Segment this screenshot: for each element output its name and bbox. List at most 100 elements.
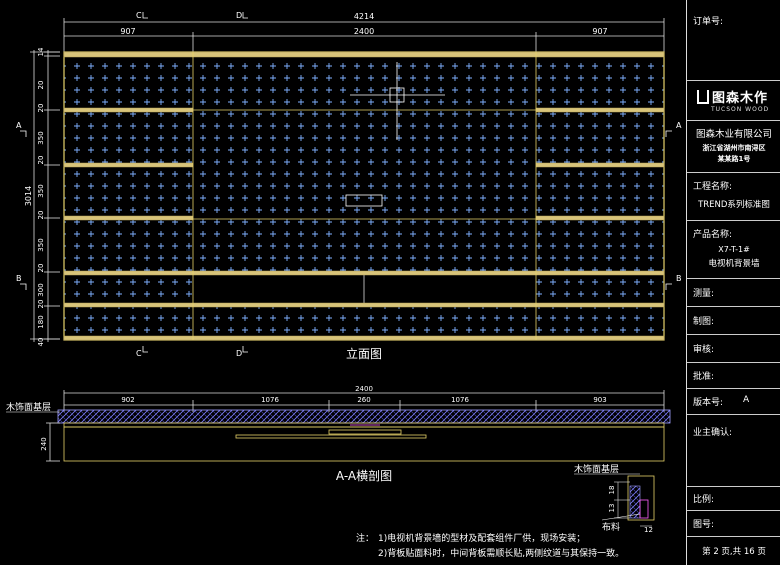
detail-hatch (629, 485, 641, 519)
section-title: A-A横剖图 (336, 469, 392, 483)
section-segment-label: 1076 (261, 396, 279, 404)
approve-label: 批准: (693, 372, 715, 382)
row-height-labels: 14 20 20 350 20 350 20 350 20 300 20 180… (37, 47, 45, 346)
row-height-label: 180 (37, 315, 45, 328)
detail-dim-lines (614, 481, 652, 527)
elevation-view: 4214 907 2400 907 C D C D A A B B (16, 11, 682, 361)
product-value: 电视机背景墙 (708, 259, 760, 269)
notes-prefix: 注： (356, 532, 374, 544)
tb-product: 产品名称: X7-T-1# 电视机背景墙 (687, 220, 780, 278)
row-height-label: 350 (37, 238, 45, 251)
left-dimension (33, 50, 49, 342)
section-body (63, 426, 665, 462)
company-logo: 图森木作 TUCSON WOOD (697, 87, 775, 117)
section-view: 2400 902 1076 260 1076 903 240 木饰面基层 A-A… (6, 385, 671, 534)
dim-center-width: 2400 (354, 27, 374, 36)
tb-page: 第 2 页,共 16 页 (687, 536, 780, 565)
row-height-label: 20 (37, 300, 45, 309)
detail-dim: 13 (608, 504, 616, 513)
review-label: 审核: (693, 345, 715, 355)
logo-mark-icon (697, 89, 709, 104)
scale-label: 比例: (693, 495, 715, 505)
dim-overall-height: 3014 (24, 186, 33, 206)
center-marker (350, 62, 445, 140)
tb-version: 版本号: A (687, 388, 780, 414)
section-mark-b-left: B (16, 274, 22, 283)
left-dimension-ticks (30, 51, 60, 340)
section-mark-d-bottom: D (236, 349, 242, 358)
product-code: X7-T-1# (718, 245, 750, 254)
tb-draw: 制图: (687, 306, 780, 334)
section-mark-d-top-tick (242, 12, 248, 19)
draw-label: 制图: (693, 317, 715, 327)
row-height-label: 20 (37, 211, 45, 220)
dim-right-width: 907 (592, 27, 607, 36)
row-height-label: 350 (37, 131, 45, 144)
note-line-1: 1)电视机背景墙的型材及配套组件厂供，现场安装； (378, 532, 585, 544)
drawing-no-label: 图号: (693, 520, 715, 530)
dim-overall-width: 4214 (354, 12, 374, 21)
tb-order-no: 订单号: (687, 0, 780, 80)
company-address-1: 浙江省湖州市南浔区 (702, 144, 766, 152)
cad-drawing: 4214 907 2400 907 C D C D A A B B (6, 11, 682, 559)
section-height-dim (46, 422, 60, 462)
detail-dim: 12 (644, 526, 653, 534)
section-mark-c-bottom-tick (142, 346, 148, 353)
elevation-title: 立面图 (346, 346, 382, 361)
detail-dim: 18 (608, 486, 616, 495)
tb-project: 工程名称: TREND系列标准图 (687, 172, 780, 220)
notes: 注： 1)电视机背景墙的型材及配套组件厂供，现场安装； 2)背板贴面料时，中间背… (356, 532, 624, 559)
section-mark-d-bottom-tick (242, 346, 248, 353)
section-dimension (63, 390, 665, 412)
detail-leader-bottom (601, 513, 641, 521)
center-panel-lines (192, 52, 537, 340)
section-segment-label: 902 (121, 396, 134, 404)
section-mark-c-top: C (136, 11, 142, 20)
section-hatched-layer (57, 409, 671, 424)
version-value: A (743, 395, 750, 405)
section-mark-lines (20, 130, 672, 290)
dim-left-width: 907 (120, 27, 135, 36)
row-height-label: 20 (37, 264, 45, 273)
row-height-label: 20 (37, 156, 45, 165)
section-segment-label: 260 (357, 396, 370, 404)
company-address-2: 某某路1号 (717, 155, 751, 163)
product-label: 产品名称: (693, 230, 733, 240)
project-label: 工程名称: (693, 182, 733, 192)
tb-drawing-no: 图号: (687, 510, 780, 536)
measure-label: 测量: (693, 289, 715, 299)
note-line-2: 2)背板贴面料时，中间背板需顺长贴,两侧纹道与其保持一致。 (378, 547, 624, 559)
page-indicator: 第 2 页,共 16 页 (702, 547, 766, 557)
row-height-label: 20 (37, 81, 45, 90)
section-mark-c-bottom: C (136, 349, 142, 358)
top-dimension (63, 18, 665, 52)
tb-company: 图森木业有限公司 浙江省湖州市南浔区 某某路1号 (687, 120, 780, 172)
section-mark-b-right: B (676, 274, 682, 283)
section-mark-d-top: D (236, 11, 242, 20)
row-height-label: 14 (37, 47, 45, 56)
tb-logo: 图森木作 TUCSON WOOD (687, 80, 780, 120)
callout-wood-base-left: 木饰面基层 (6, 401, 51, 413)
section-inner-parts (235, 424, 427, 439)
order-no-label: 订单号: (693, 17, 724, 27)
tb-measure: 测量: (687, 278, 780, 306)
section-overall-width: 2400 (355, 385, 373, 393)
outlet-box (345, 194, 383, 207)
callout-fabric: 布料 (602, 521, 620, 533)
company-name: 图森木业有限公司 (695, 129, 772, 140)
row-height-label: 350 (37, 184, 45, 197)
section-segment-label: 903 (593, 396, 606, 404)
section-detail: 木饰面基层 13 18 12 布料 (574, 463, 655, 534)
tb-review: 审核: (687, 334, 780, 362)
row-height-label: 20 (37, 104, 45, 113)
callout-wood-base-detail: 木饰面基层 (574, 463, 619, 475)
row-height-label: 300 (37, 283, 45, 296)
tb-approve: 批准: (687, 362, 780, 388)
tv-niche (194, 275, 535, 303)
detail-frame (627, 475, 655, 521)
row-height-label: 40 (37, 338, 45, 347)
section-height-label: 240 (40, 437, 48, 450)
project-value: TREND系列标准图 (698, 200, 770, 210)
title-block: 订单号: 图森木作 TUCSON WOOD 图森木业有限公司 浙江省湖州市南浔区… (686, 0, 780, 565)
logo-text: 图森木作 (712, 91, 769, 106)
